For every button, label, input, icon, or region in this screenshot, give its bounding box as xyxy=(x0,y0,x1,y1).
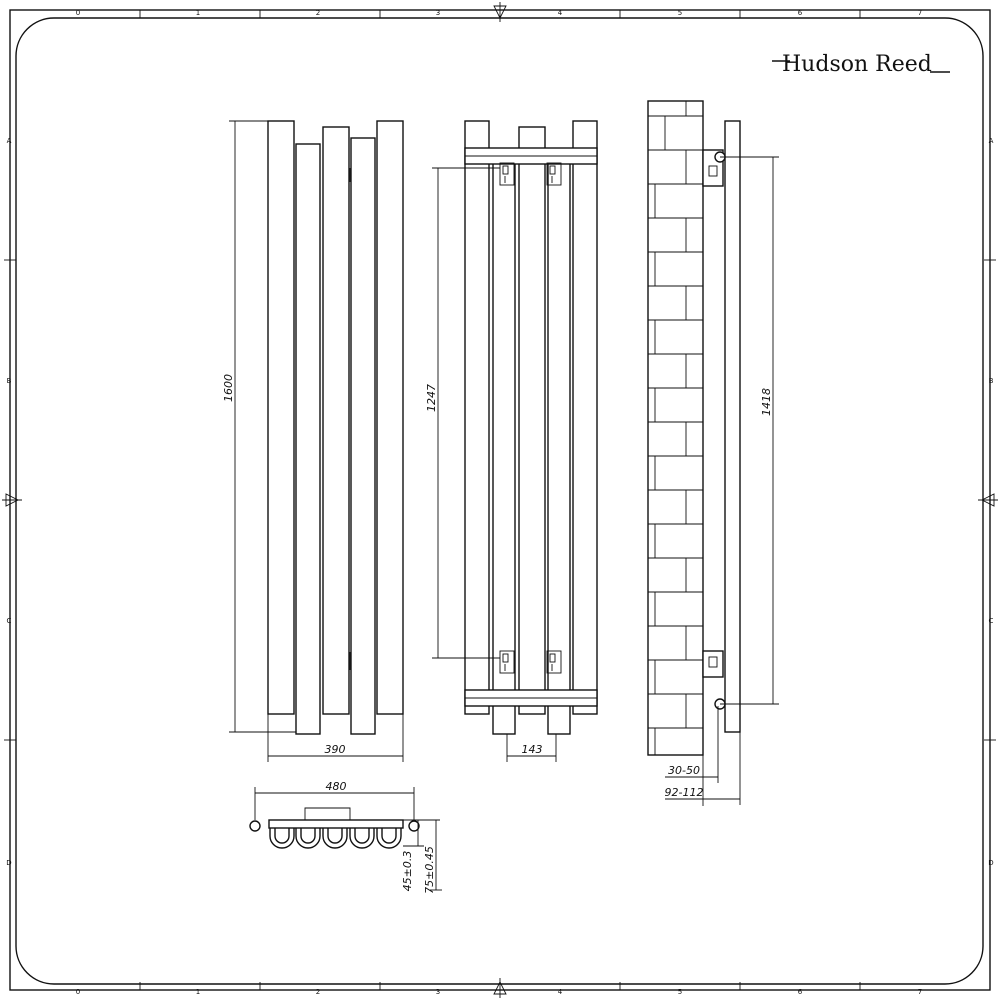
grid-col-label: 1 xyxy=(196,9,200,17)
pipe-end xyxy=(249,820,261,832)
grid-col-label: 4 xyxy=(558,9,563,17)
dimension-label: 1247 xyxy=(425,384,438,412)
dimension-label: 1418 xyxy=(760,388,773,416)
grid-col-label: 7 xyxy=(918,9,922,17)
dimension-label: 390 xyxy=(325,743,346,756)
radiator-tube xyxy=(518,126,546,715)
grid-col-label: 7 xyxy=(918,988,922,996)
radiator-tube xyxy=(376,120,404,715)
grid-col-label: 1 xyxy=(196,988,200,996)
tube-profile xyxy=(376,828,402,849)
grid-col-label: 3 xyxy=(436,988,440,996)
radiator-tube xyxy=(267,120,295,715)
center-marker-left xyxy=(2,493,22,507)
wall-bracket xyxy=(499,162,515,186)
dimension-label: 30-50 xyxy=(668,764,700,777)
radiator-tube xyxy=(295,143,321,735)
front-view: 1600 390 xyxy=(222,120,404,762)
wall-bracket xyxy=(546,162,562,186)
center-marker-bottom xyxy=(493,978,507,998)
grid-col-label: 0 xyxy=(76,9,80,17)
grid-row-label: A xyxy=(7,137,12,145)
brand-name: Hudson Reed xyxy=(782,52,932,77)
tube-profile xyxy=(269,828,295,849)
dimension-label: 92-112 xyxy=(665,786,704,799)
grid-col-label: 0 xyxy=(76,988,80,996)
rear-view: 1247 143 xyxy=(425,120,598,762)
radiator-tube xyxy=(322,126,350,715)
radiator-tube xyxy=(492,149,516,735)
dimension-label: 480 xyxy=(326,780,347,793)
wall-bricks xyxy=(648,101,703,755)
pipe-end xyxy=(408,820,420,832)
grid-row-label: D xyxy=(988,859,993,867)
top-view: 480 45±0.3 75±0.45 xyxy=(249,780,442,894)
center-marker-right xyxy=(978,493,998,507)
grid-col-label: 2 xyxy=(316,9,320,17)
grid-row-label: C xyxy=(989,617,994,625)
radiator-side-profile xyxy=(724,120,741,733)
tube-profile xyxy=(349,828,375,849)
brand-logo: Hudson Reed xyxy=(772,52,950,77)
tube-profile xyxy=(295,828,321,849)
wall-section xyxy=(647,100,704,756)
center-marker-top xyxy=(493,2,507,22)
wall-bracket xyxy=(546,650,562,674)
radiator-tube xyxy=(464,120,490,715)
grid-row-label: A xyxy=(989,137,994,145)
dimension-label: 45±0.3 xyxy=(401,851,414,892)
radiator-tube xyxy=(350,137,376,735)
dimension-label: 75±0.45 xyxy=(423,846,436,894)
radiator-tube xyxy=(572,120,598,715)
grid-row-label: B xyxy=(7,377,12,385)
mounting-bracket xyxy=(702,650,724,678)
wall-bracket-plan xyxy=(270,807,403,821)
wall-bracket xyxy=(499,650,515,674)
grid-col-label: 5 xyxy=(678,988,682,996)
tube-profile xyxy=(322,828,348,849)
grid-col-label: 6 xyxy=(798,9,803,17)
grid-col-label: 3 xyxy=(436,9,440,17)
grid-row-label: B xyxy=(989,377,994,385)
manifold-plan xyxy=(268,819,404,829)
dimension-label: 1600 xyxy=(222,374,235,402)
grid-col-label: 2 xyxy=(316,988,320,996)
grid-col-label: 6 xyxy=(798,988,803,996)
grid-col-label: 5 xyxy=(678,9,682,17)
grid-col-label: 4 xyxy=(558,988,563,996)
grid-row-label: D xyxy=(6,859,11,867)
side-view: 1418 30-50 92-112 xyxy=(647,100,779,806)
grid-row-label: C xyxy=(7,617,12,625)
radiator-tube xyxy=(547,149,571,735)
dimension-label: 143 xyxy=(522,743,543,756)
